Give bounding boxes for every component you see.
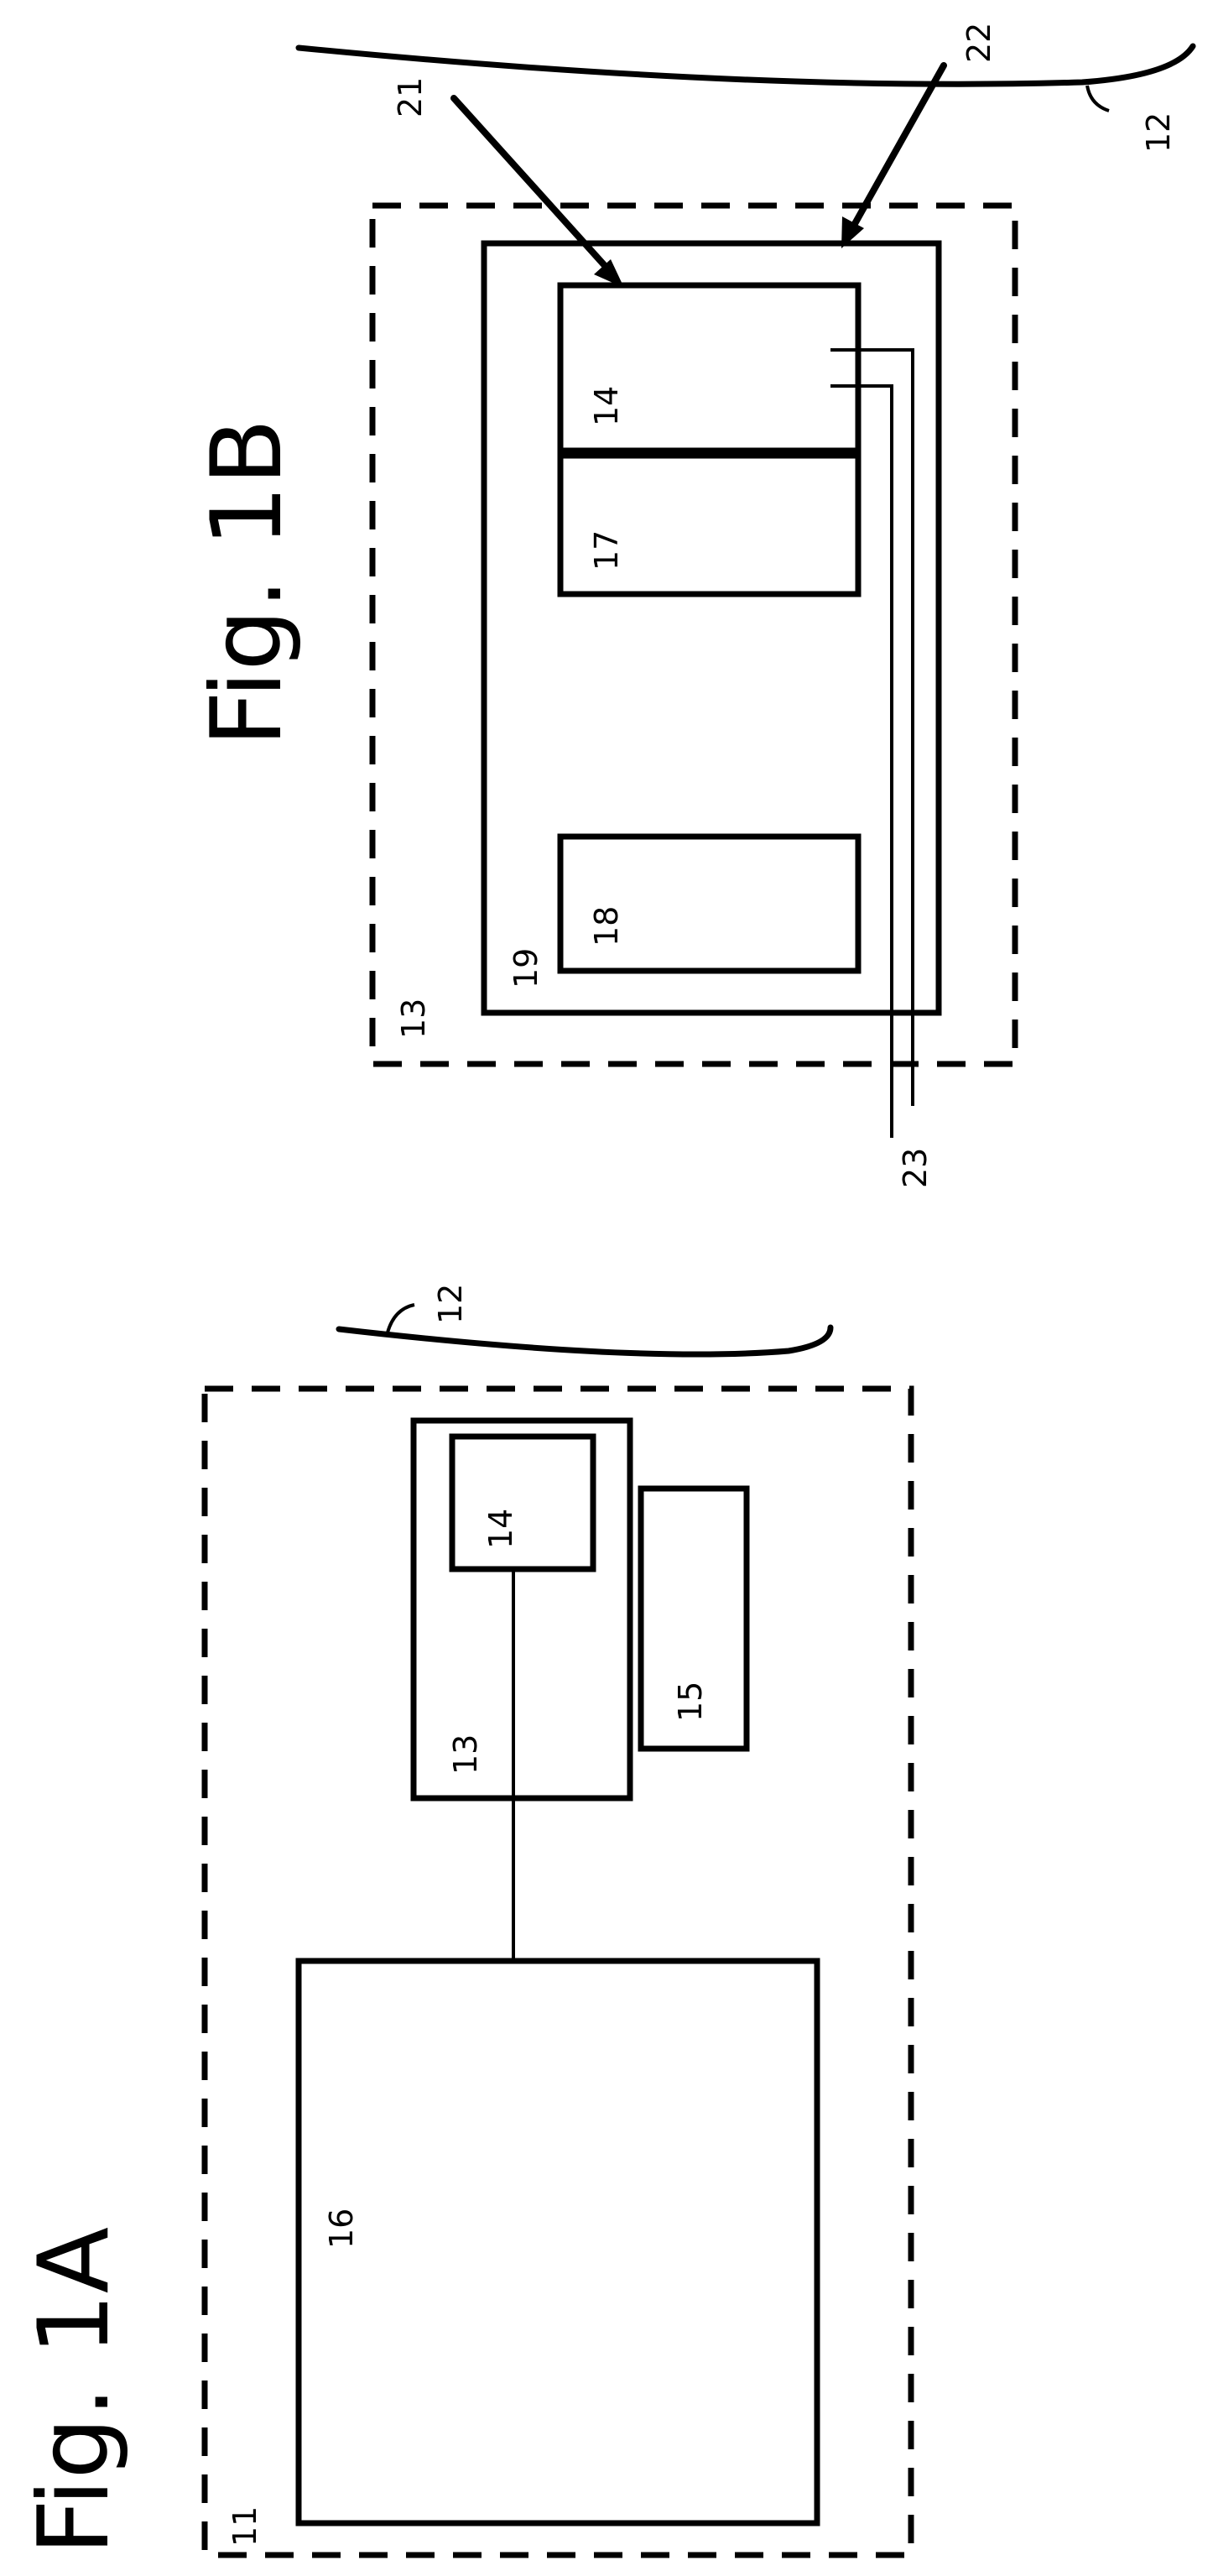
figure-1b: Fig. 1B 13 19 14 17 18 23 21 22 12 bbox=[190, 23, 1193, 1188]
device-box-16 bbox=[299, 1961, 817, 2523]
module-boundary-13 bbox=[372, 206, 1015, 1064]
label-14-fig1b: 14 bbox=[588, 386, 625, 426]
module-box-13 bbox=[414, 1421, 630, 1798]
leader-12-fig1b bbox=[1087, 86, 1109, 111]
label-15: 15 bbox=[672, 1682, 709, 1722]
system-boundary-11 bbox=[205, 1389, 911, 2555]
label-17: 17 bbox=[588, 530, 625, 571]
leader-12-fig1a bbox=[388, 1305, 414, 1332]
label-11: 11 bbox=[226, 2506, 263, 2547]
figure-1b-title: Fig. 1B bbox=[190, 419, 304, 747]
label-23: 23 bbox=[897, 1148, 934, 1188]
surface-curve-12-fig1b bbox=[299, 46, 1193, 84]
surface-curve-12-fig1a bbox=[339, 1327, 830, 1354]
component-box-18 bbox=[560, 837, 858, 971]
label-13-fig1b: 13 bbox=[395, 999, 432, 1039]
sensor-box-14-fig1b bbox=[560, 285, 858, 453]
lead-23-upper bbox=[830, 350, 913, 1106]
label-22: 22 bbox=[961, 23, 997, 63]
sensor-box-14-fig1a bbox=[452, 1437, 593, 1569]
label-19: 19 bbox=[508, 948, 544, 988]
label-12-fig1a: 12 bbox=[432, 1284, 469, 1324]
housing-box-19 bbox=[484, 243, 939, 1013]
label-13-fig1a: 13 bbox=[447, 1734, 484, 1775]
label-18: 18 bbox=[588, 906, 625, 946]
label-12-fig1b: 12 bbox=[1140, 112, 1177, 153]
label-14-fig1a: 14 bbox=[482, 1509, 519, 1549]
label-21: 21 bbox=[392, 77, 429, 117]
component-box-17 bbox=[560, 453, 858, 594]
figure-1a: Fig. 1A 11 16 13 14 15 12 bbox=[18, 1284, 911, 2555]
figure-1a-title: Fig. 1A bbox=[18, 2227, 131, 2555]
label-16: 16 bbox=[323, 2208, 360, 2249]
